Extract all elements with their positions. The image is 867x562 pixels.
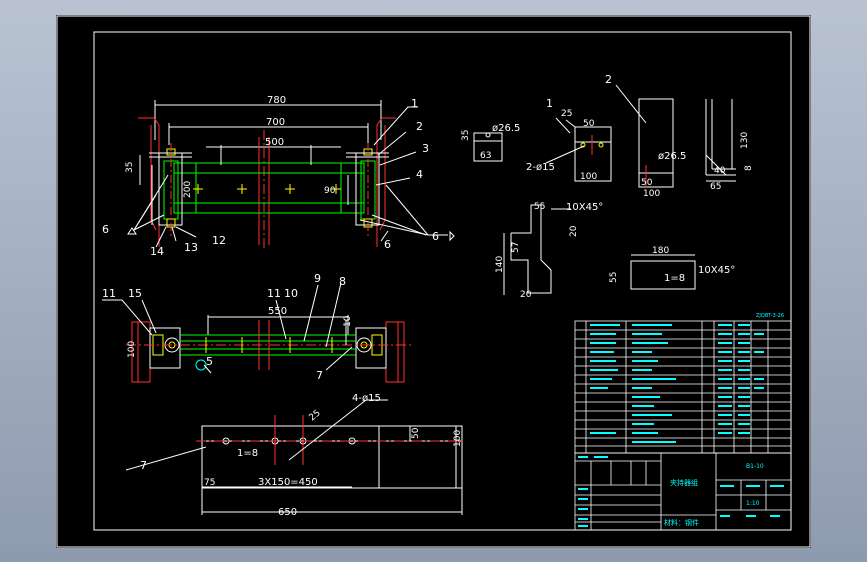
- cad-drawing-canvas[interactable]: 780 700 500 35 200 90 1 2 3 4 6 6 6 12 1…: [56, 15, 811, 548]
- top-view-text: 550 100 10 11 15 11 10 9 8 7 5: [102, 272, 353, 382]
- part2-text: 2 ø26.5 50 100 40 65 130 8: [605, 73, 754, 199]
- balloon-1: 1: [411, 97, 418, 110]
- balloon-11-left: 11: [102, 287, 116, 300]
- part7-spacing: 3X150=450: [258, 477, 318, 488]
- part4-chamfer: 10X45°: [698, 265, 735, 276]
- dim-35: 35: [125, 162, 135, 173]
- balloon-6-left: 6: [102, 223, 109, 236]
- top-view: [102, 282, 411, 383]
- part1-dim-26-5: ø26.5: [492, 123, 520, 134]
- part3-dim-55: 55: [534, 202, 545, 212]
- part3-detail: [503, 204, 571, 295]
- front-view: [127, 100, 455, 250]
- part7-holes: 4-ø15: [352, 393, 381, 404]
- bom-table: [574, 320, 792, 454]
- drawing-svg: 780 700 500 35 200 90 1 2 3 4 6 6 6 12 1…: [56, 15, 811, 548]
- balloon-13: 13: [184, 241, 198, 254]
- part7-qty: 1=8: [237, 448, 258, 459]
- balloon-9: 9: [314, 272, 321, 285]
- part4-detail: [630, 254, 696, 290]
- balloon-6-mid: 6: [384, 238, 391, 251]
- balloon-12: 12: [212, 234, 226, 247]
- part2-dim-65: 65: [710, 182, 721, 192]
- part2-dim-26-5: ø26.5: [658, 151, 686, 162]
- part2-dim-50: 50: [641, 178, 653, 188]
- balloon-10: 10: [284, 287, 298, 300]
- balloon-15: 15: [128, 287, 142, 300]
- part1-dim-35: 35: [461, 130, 471, 141]
- balloon-3: 3: [422, 142, 429, 155]
- dim-780: 780: [267, 95, 286, 106]
- part7-dim-75: 75: [204, 478, 215, 488]
- dim-10: 10: [343, 315, 353, 327]
- title-block: [574, 452, 792, 531]
- part4-dim-55: 55: [609, 272, 619, 283]
- part3-dim-20b: 20: [520, 290, 532, 300]
- title-drawing-no: B1-10: [746, 463, 764, 470]
- balloon-14: 14: [150, 245, 164, 258]
- part7-dim-25: 25: [308, 408, 323, 423]
- part3-dim-140: 140: [495, 256, 505, 273]
- balloon-2: 2: [416, 120, 423, 133]
- part3-chamfer: 10X45°: [566, 202, 603, 213]
- part1-dim-50: 50: [583, 119, 595, 129]
- part1-dim-63: 63: [480, 151, 491, 161]
- part1-dim-25: 25: [561, 109, 572, 119]
- part4-dim-180: 180: [652, 246, 669, 256]
- dim-700: 700: [266, 117, 285, 128]
- title-corner-code: ZJQBT-3-26: [756, 313, 784, 319]
- dim-200: 200: [183, 181, 193, 198]
- part7-label: 7: [140, 459, 147, 472]
- part2-dim-40: 40: [714, 166, 726, 176]
- part3-text: 55 10X45° 57 20 140 20: [495, 202, 603, 300]
- dim-500: 500: [265, 137, 284, 148]
- balloon-11-mid: 11: [267, 287, 281, 300]
- balloon-5: 5: [206, 355, 213, 368]
- part2-dim-100: 100: [643, 189, 660, 199]
- part7-text: 7 4-ø15 25 50 100 1=8 75 3X150=450 650: [140, 393, 463, 518]
- part7-dim-650: 650: [278, 507, 297, 518]
- part1-holes: 2-ø15: [526, 162, 555, 173]
- outer-frame: [56, 15, 811, 548]
- part1-text: 1 35 ø26.5 63 25 50 2-ø15 100: [461, 97, 597, 182]
- part2-dim-8: 8: [744, 165, 754, 171]
- title-part-name: 夹持器组: [670, 478, 698, 487]
- dim-100: 100: [127, 341, 137, 358]
- part1-label: 1: [546, 97, 553, 110]
- part4-qty: 1=8: [664, 273, 685, 284]
- part7-dim-100: 100: [453, 430, 463, 447]
- part1-detail: [473, 117, 612, 182]
- balloon-8: 8: [339, 275, 346, 288]
- front-view-text: 780 700 500 35 200 90 1 2 3 4 6 6 6 12 1…: [102, 95, 439, 258]
- part3-dim-20: 20: [569, 225, 579, 237]
- part1-dim-100: 100: [580, 172, 597, 182]
- balloon-7: 7: [316, 369, 323, 382]
- title-ratio: 1:10: [746, 500, 760, 507]
- part3-dim-57: 57: [511, 242, 521, 253]
- title-block-text: 夹持器组 材料：钢件 B1-10 1:10 ZJQBT-3-26: [664, 313, 784, 527]
- part2-label: 2: [605, 73, 612, 86]
- part2-detail: [615, 84, 736, 188]
- inner-frame: [93, 31, 792, 531]
- title-material: 材料：钢件: [664, 518, 699, 527]
- dim-550: 550: [268, 306, 287, 317]
- part7-plate: [125, 399, 466, 515]
- part4-text: 180 55 1=8 10X45°: [609, 246, 735, 284]
- balloon-4: 4: [416, 168, 423, 181]
- part7-dim-50: 50: [411, 427, 421, 439]
- balloon-6-right: 6: [432, 230, 439, 243]
- part2-dim-130: 130: [740, 132, 750, 149]
- dim-90: 90: [324, 186, 336, 196]
